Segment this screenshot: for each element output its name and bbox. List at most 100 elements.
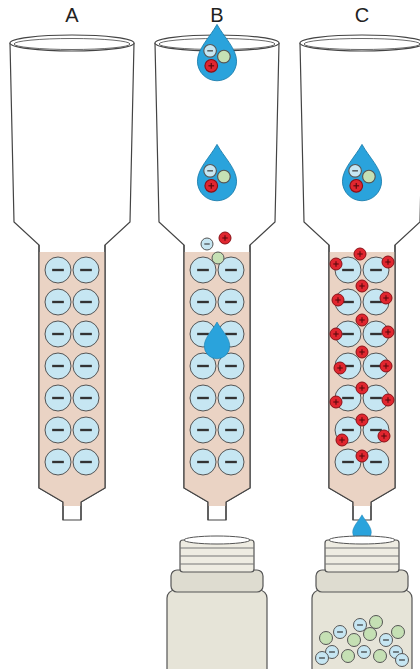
neutral-ion bbox=[370, 616, 383, 629]
ion-body bbox=[45, 449, 71, 475]
charge-bar bbox=[399, 659, 405, 660]
thread-ridge bbox=[325, 564, 399, 565]
charge-bar bbox=[80, 269, 92, 271]
plus-ion bbox=[380, 360, 392, 372]
minus-ion bbox=[190, 417, 216, 443]
charge-bar bbox=[387, 259, 388, 264]
funnel-rim bbox=[300, 35, 420, 51]
minus-ion bbox=[396, 654, 409, 667]
neutral-ion bbox=[218, 50, 231, 63]
water-drop bbox=[197, 24, 236, 80]
ion-body bbox=[336, 434, 348, 446]
charge-bar bbox=[352, 170, 358, 171]
minus-ion bbox=[190, 289, 216, 315]
minus-ion bbox=[363, 353, 389, 379]
charge-bar bbox=[370, 301, 382, 303]
charge-bar bbox=[387, 329, 388, 334]
bottle-shoulder bbox=[316, 570, 408, 592]
minus-ion bbox=[218, 449, 244, 475]
ion-body bbox=[380, 634, 393, 647]
charge-bar bbox=[356, 183, 357, 189]
minus-ion bbox=[45, 321, 71, 347]
ion-body bbox=[334, 362, 346, 374]
charge-bar bbox=[385, 295, 386, 300]
ion-body bbox=[334, 626, 347, 639]
plus-ion bbox=[205, 59, 218, 72]
column-label: C bbox=[347, 3, 377, 27]
resin-bed bbox=[184, 252, 250, 506]
charge-bar bbox=[225, 269, 237, 271]
charge-bar bbox=[361, 283, 362, 288]
ion-body bbox=[356, 414, 368, 426]
charge-bar bbox=[359, 251, 360, 256]
ion-body bbox=[330, 328, 342, 340]
ion-body bbox=[350, 179, 363, 192]
ion-body bbox=[356, 450, 368, 462]
charge-bar bbox=[361, 349, 362, 354]
plus-ion bbox=[336, 434, 348, 446]
ion-body bbox=[356, 314, 368, 326]
tube-wall bbox=[81, 245, 105, 520]
charge-bar bbox=[224, 235, 225, 240]
water-drop bbox=[342, 144, 381, 200]
minus-ion bbox=[45, 385, 71, 411]
charge-bar bbox=[197, 429, 209, 431]
minus-ion bbox=[45, 449, 71, 475]
plus-ion bbox=[382, 256, 394, 268]
column-c bbox=[300, 35, 420, 669]
neutral-ion bbox=[392, 626, 405, 639]
ion-body bbox=[382, 256, 394, 268]
plus-ion bbox=[356, 382, 368, 394]
plus-ion bbox=[356, 414, 368, 426]
tube-wall bbox=[329, 245, 353, 520]
ion-body bbox=[332, 294, 344, 306]
ion-body bbox=[330, 396, 342, 408]
tube-wall bbox=[39, 245, 63, 520]
resin-bed bbox=[39, 252, 105, 506]
ion-body bbox=[380, 292, 392, 304]
charge-bar bbox=[370, 333, 382, 335]
minus-ion bbox=[190, 385, 216, 411]
ion-body bbox=[335, 353, 361, 379]
minus-ion bbox=[73, 449, 99, 475]
charge-bar bbox=[197, 333, 209, 335]
ion-body bbox=[218, 385, 244, 411]
minus-ion bbox=[218, 385, 244, 411]
ion-body bbox=[45, 321, 71, 347]
minus-ion bbox=[45, 257, 71, 283]
ion-body bbox=[73, 385, 99, 411]
minus-ion bbox=[190, 449, 216, 475]
charge-bar bbox=[225, 365, 237, 367]
ion-body bbox=[356, 346, 368, 358]
charge-bar bbox=[204, 243, 209, 244]
ion-body bbox=[73, 353, 99, 379]
minus-ion bbox=[316, 652, 329, 665]
ion-body bbox=[354, 248, 366, 260]
charge-bar bbox=[342, 461, 354, 463]
charge-bar bbox=[383, 639, 389, 640]
charge-bar bbox=[370, 269, 382, 271]
minus-ion bbox=[380, 634, 393, 647]
bottle-mouth bbox=[329, 536, 395, 544]
charge-bar bbox=[197, 365, 209, 367]
column-body bbox=[155, 43, 279, 520]
tube-wall bbox=[226, 245, 250, 520]
ion-body bbox=[218, 170, 231, 183]
column-body bbox=[300, 43, 420, 520]
drop-shape bbox=[197, 144, 236, 200]
ion-body bbox=[218, 289, 244, 315]
plus-ion bbox=[330, 328, 342, 340]
ion-body bbox=[73, 449, 99, 475]
charge-bar bbox=[370, 461, 382, 463]
plus-ion bbox=[356, 280, 368, 292]
thread-ridge bbox=[325, 556, 399, 557]
neutral-ion bbox=[218, 170, 231, 183]
charge-bar bbox=[335, 399, 336, 404]
ion-body bbox=[370, 616, 383, 629]
ion-body bbox=[364, 628, 377, 641]
minus-ion bbox=[204, 45, 217, 58]
charge-bar bbox=[225, 429, 237, 431]
ion-body bbox=[218, 50, 231, 63]
funnel-rim-inner bbox=[304, 39, 420, 50]
charge-bar bbox=[361, 417, 362, 422]
